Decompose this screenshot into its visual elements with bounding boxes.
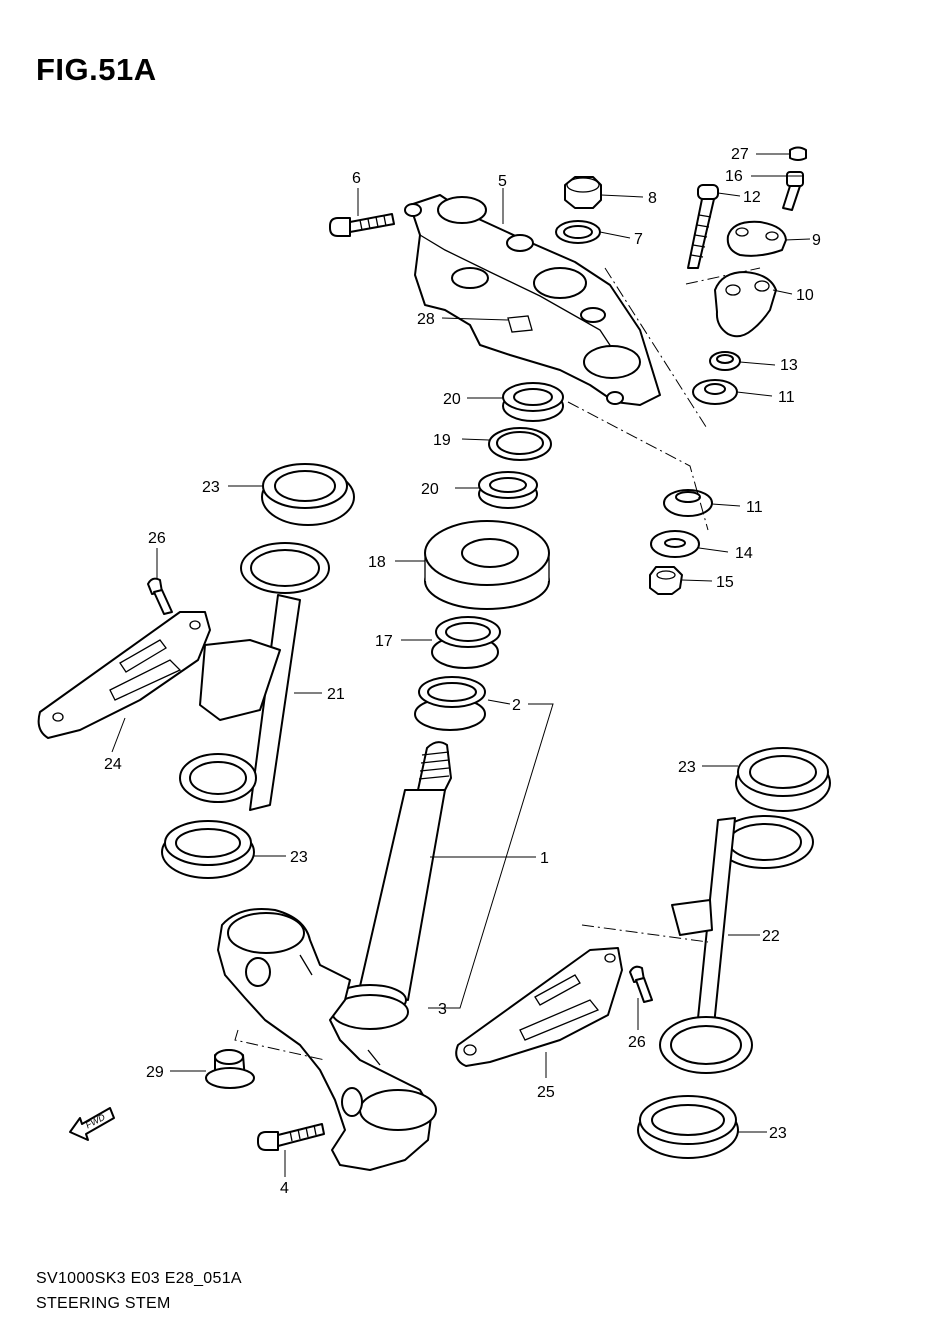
lock-nut-20-lower — [478, 471, 538, 509]
dust-seal-18 — [424, 520, 550, 610]
bolt-4 — [257, 1123, 325, 1151]
handlebar-clamp-upper — [726, 220, 787, 257]
lower-bracket — [217, 908, 437, 1171]
callout-4: 4 — [280, 1180, 289, 1197]
callout-1: 1 — [540, 850, 549, 867]
grommet-23-upper-right — [735, 747, 831, 812]
suzuki-emblem-icon — [507, 315, 533, 333]
steering-stem-1 — [333, 741, 452, 1016]
bracket-24 — [37, 611, 211, 739]
fwd-arrow-icon: FWD — [69, 1107, 115, 1141]
bolt-16 — [782, 171, 804, 211]
hose-guide-21 — [179, 542, 330, 811]
washer-13 — [709, 351, 741, 371]
callout-7: 7 — [634, 231, 643, 248]
callout-2: 2 — [512, 697, 521, 714]
callout-14: 14 — [735, 545, 753, 562]
callout-23-upper-left: 23 — [202, 479, 220, 496]
figure-title: FIG.51A — [36, 52, 157, 87]
bolt-6 — [329, 213, 395, 237]
washer-11-upper — [692, 379, 738, 405]
callout-26-right: 26 — [628, 1034, 646, 1051]
callout-21: 21 — [327, 686, 345, 703]
callout-23-lower-right: 23 — [769, 1125, 787, 1142]
bracket-25 — [455, 947, 623, 1067]
handlebar-holder-lower — [714, 271, 777, 338]
collar-29 — [205, 1049, 255, 1089]
grommet-23-upper-left — [261, 463, 355, 526]
callout-26-left: 26 — [148, 530, 166, 547]
callout-11-lower: 11 — [746, 499, 763, 516]
grommet-23-lower-right — [637, 1095, 739, 1159]
upper-bracket — [404, 194, 661, 406]
callout-22: 22 — [762, 928, 780, 945]
callout-24: 24 — [104, 756, 122, 773]
hose-guide-22 — [659, 815, 814, 1074]
callout-18: 18 — [368, 554, 386, 571]
leader-lines — [111, 153, 811, 1177]
callout-11-upper: 11 — [778, 389, 795, 406]
callout-28: 28 — [417, 311, 435, 328]
callout-20-upper: 20 — [443, 391, 461, 408]
callout-25: 25 — [537, 1084, 555, 1101]
lock-nut-20-upper — [502, 382, 564, 422]
figure-caption: STEERING STEM — [36, 1295, 171, 1312]
bolt-12 — [687, 184, 719, 269]
callout-23-lower-left: 23 — [290, 849, 308, 866]
bolt-26-right — [629, 965, 653, 1003]
washer-14 — [650, 530, 700, 558]
callout-20-lower: 20 — [421, 481, 439, 498]
bearing-2 — [414, 676, 486, 731]
callout-16: 16 — [725, 168, 743, 185]
washer-19 — [488, 427, 552, 461]
callout-3: 3 — [438, 1001, 447, 1018]
washer-11-lower — [663, 489, 713, 517]
callout-13: 13 — [780, 357, 798, 374]
model-code: SV1000SK3 E03 E28_051A — [36, 1270, 242, 1287]
callout-15: 15 — [716, 574, 734, 591]
bearing-17 — [431, 616, 501, 669]
callout-23-upper-right: 23 — [678, 759, 696, 776]
cap-27 — [789, 146, 807, 161]
callout-19: 19 — [433, 432, 451, 449]
callout-12: 12 — [743, 189, 761, 206]
callout-8: 8 — [648, 190, 657, 207]
callout-17: 17 — [375, 633, 393, 650]
grommet-23-lower-left — [161, 820, 255, 879]
callout-numbers: 6 5 8 7 9 10 13 11 12 16 27 28 20 19 20 … — [104, 146, 821, 1197]
cap-nut-8 — [564, 176, 602, 209]
callout-29: 29 — [146, 1064, 164, 1081]
callout-27: 27 — [731, 146, 749, 163]
washer-7 — [555, 220, 601, 244]
callout-5: 5 — [498, 173, 507, 190]
nut-15 — [649, 566, 683, 595]
bolt-26-left — [147, 577, 173, 615]
callout-9: 9 — [812, 232, 821, 249]
callout-6: 6 — [352, 170, 361, 187]
callout-10: 10 — [796, 287, 814, 304]
assembly-centerlines — [234, 267, 761, 1061]
